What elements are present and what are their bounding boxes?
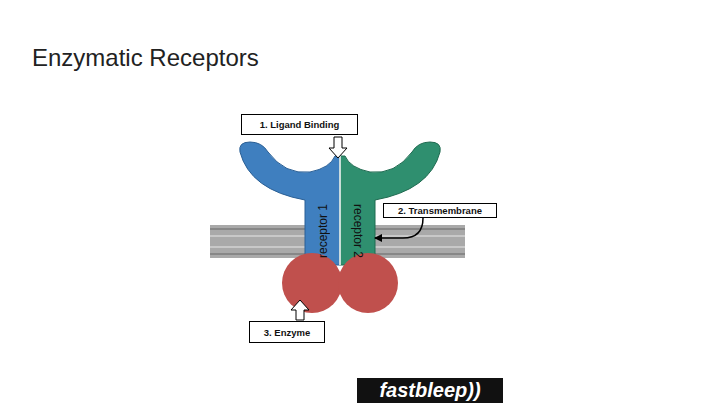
enzyme-arrow [291,300,309,320]
receptor-stalk: receptor 2 [340,196,375,266]
receptor-label: receptor 2 [351,204,365,258]
callout-box: 3. Enzyme [249,321,325,343]
callout-text: 3. Enzyme [264,327,310,338]
receptor-stalk: receptor 1 [305,196,340,266]
callout-box: 1. Ligand Binding [241,114,358,135]
callout-text: 1. Ligand Binding [260,119,340,130]
receptor-label: receptor 1 [316,204,330,258]
callout-arrow [375,218,423,238]
receptor-divider [339,156,341,265]
receptor-blue [240,142,340,265]
enzyme-domain [282,253,342,313]
enzyme-domain [338,253,398,313]
watermark: fastbleep)) [357,378,503,403]
callout-text: 2. Transmembrane [398,205,482,216]
slide-title: Enzymatic Receptors [32,44,259,72]
callout-box: 2. Transmembrane [383,203,497,218]
ligand-arrow [329,137,347,158]
